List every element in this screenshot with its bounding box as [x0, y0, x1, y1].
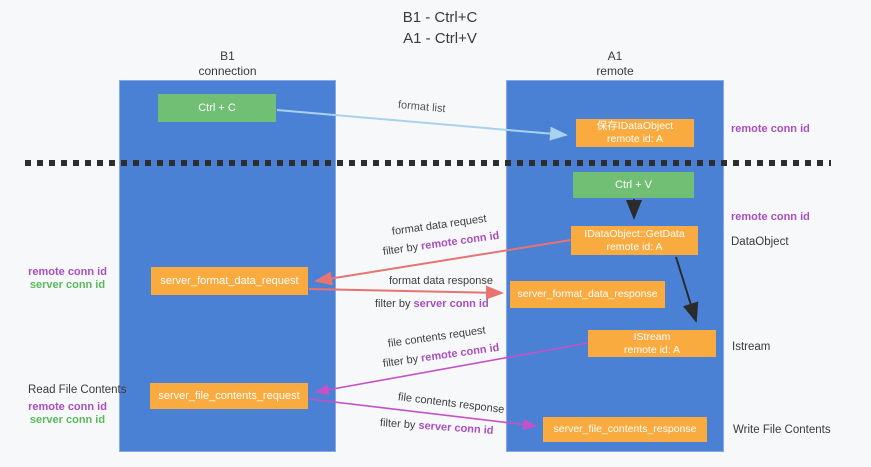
idataobject-getdata-box: IDataObject::GetData remote id: A	[571, 226, 698, 255]
getdata-line2: remote id: A	[606, 240, 663, 253]
remote-conn-id-highlight: remote conn id	[420, 229, 501, 253]
filter-by-server-conn-id-label-1: filter by server conn id	[375, 298, 489, 310]
istream-line2: remote id: A	[623, 343, 681, 356]
remote-conn-id-label-left-1: remote conn id	[28, 266, 107, 278]
server-file-contents-response-label: server_file_contents_response	[553, 423, 697, 435]
getdata-line1: IDataObject::GetData	[584, 227, 685, 240]
remote-conn-id-label-right-2: remote conn id	[731, 211, 810, 223]
write-file-contents-label: Write File Contents	[733, 424, 831, 436]
phase-separator-dashed-line	[25, 160, 831, 166]
save-idataobject-line1: 保存IDataObject	[596, 120, 674, 132]
remote-conn-id-label-right-1: remote conn id	[731, 123, 810, 135]
ctrl-c-label: Ctrl + C	[198, 101, 236, 114]
left-column-subtitle: connection	[198, 64, 257, 78]
filter-prefix: filter by	[382, 240, 422, 258]
title-line-2: A1 - Ctrl+V	[403, 30, 477, 47]
istream-box: IStream remote id: A	[588, 330, 716, 357]
save-idataobject-line2: remote id: A	[606, 133, 664, 145]
read-file-contents-label: Read File Contents	[28, 384, 127, 396]
istream-side-label: Istream	[732, 341, 771, 353]
right-column-name: A1	[607, 49, 623, 63]
server-format-data-response-box: server_format_data_response	[510, 281, 665, 308]
server-file-contents-response-box: server_file_contents_response	[543, 417, 707, 442]
ctrl-v-box: Ctrl + V	[573, 172, 694, 198]
server-file-contents-request-label: server_file_contents_request	[158, 389, 300, 402]
left-column-header: B1 connection	[119, 49, 336, 79]
filter-prefix: filter by	[375, 298, 414, 310]
right-column-header: A1 remote	[506, 49, 724, 79]
ctrl-c-box: Ctrl + C	[158, 94, 276, 122]
title-line-1: B1 - Ctrl+C	[402, 9, 478, 26]
format-data-response-label: format data response	[389, 275, 493, 287]
filter-prefix: filter by	[379, 417, 419, 432]
format-data-response-arrow	[308, 285, 504, 300]
server-format-data-request-label: server_format_data_request	[160, 274, 299, 287]
left-column-name: B1	[220, 49, 235, 63]
server-format-data-request-box: server_format_data_request	[151, 267, 308, 295]
filter-prefix: filter by	[382, 352, 422, 370]
server-format-data-response-label: server_format_data_response	[517, 288, 658, 300]
ctrl-v-label: Ctrl + V	[615, 178, 652, 191]
remote-conn-id-label-left-2: remote conn id	[28, 401, 107, 413]
dataobject-label: DataObject	[731, 236, 789, 248]
server-conn-id-highlight: server conn id	[418, 419, 494, 437]
remote-conn-id-highlight: remote conn id	[420, 341, 501, 365]
diagram-title: B1 - Ctrl+C A1 - Ctrl+V	[300, 7, 580, 49]
server-conn-id-highlight: server conn id	[413, 298, 489, 310]
server-file-contents-request-box: server_file_contents_request	[150, 383, 308, 409]
istream-line1: IStream	[633, 330, 671, 343]
right-column-subtitle: remote	[596, 64, 634, 78]
format-list-label: format list	[397, 99, 447, 116]
filter-by-server-conn-id-label-2: filter by server conn id	[380, 417, 494, 437]
file-contents-response-label: file contents response	[397, 391, 505, 416]
server-conn-id-label-left-2: server conn id	[29, 414, 106, 426]
server-conn-id-label-left-1: server conn id	[29, 279, 106, 291]
save-idataobject-box: 保存IDataObject remote id: A	[576, 119, 694, 147]
